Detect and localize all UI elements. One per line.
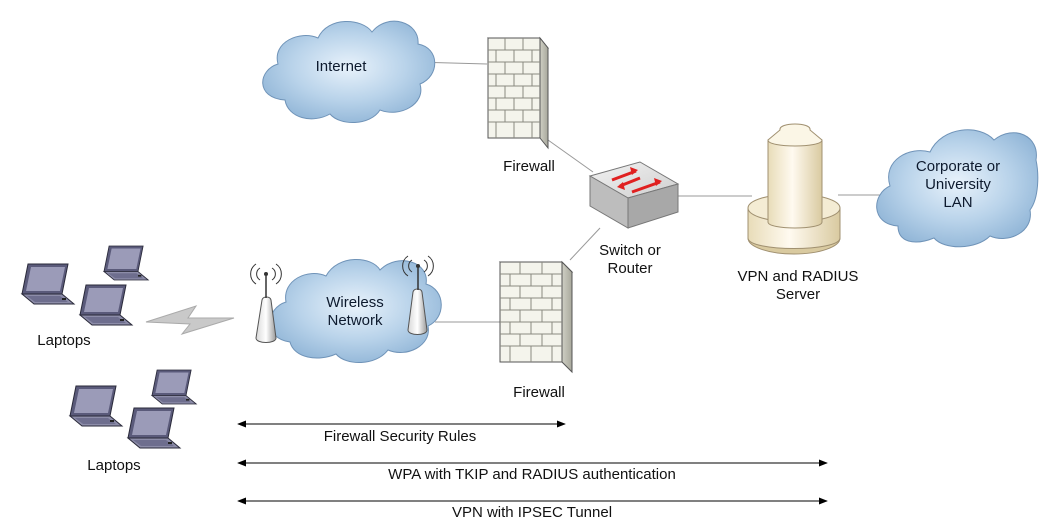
internet-cloud	[262, 20, 436, 124]
laptops-bottom-label: Laptops	[87, 457, 141, 474]
span-arrows	[237, 420, 828, 505]
firewall-top-label: Firewall	[503, 158, 555, 175]
corporate-label-line2: University	[925, 176, 991, 193]
wireless-label-line2: Network	[327, 312, 383, 329]
firewall-rules-label: Firewall Security Rules	[323, 428, 477, 445]
vpn-radius-server-icon	[747, 123, 841, 255]
laptops-bottom-group	[69, 369, 197, 449]
access-point-right-icon	[402, 255, 434, 335]
wireless-label-line1: Wireless	[326, 294, 384, 311]
corporate-label-line1: Corporate or	[915, 158, 1001, 175]
firewall-bottom-icon	[498, 260, 574, 374]
laptops-top-group	[21, 245, 149, 326]
connection-lines	[414, 61, 880, 323]
wireless-link-icon	[145, 305, 235, 335]
firewall-top-icon	[486, 36, 550, 150]
vpn-tunnel-label: VPN with IPSEC Tunnel	[451, 504, 613, 521]
vpn-label-line1: VPN and RADIUS	[737, 268, 859, 285]
corporate-label-line3: LAN	[943, 194, 973, 211]
wireless-network-label: Wireless Network	[310, 294, 400, 330]
switch-label-line1: Switch or	[599, 242, 661, 259]
wireless-cloud	[269, 258, 442, 364]
laptops-top-label: Laptops	[37, 332, 91, 349]
switch-router-icon	[588, 161, 680, 229]
switch-label-line2: Router	[607, 260, 653, 277]
wpa-label: WPA with TKIP and RADIUS authentication	[388, 466, 676, 483]
firewall-bottom-label: Firewall	[513, 384, 565, 401]
corporate-cloud	[876, 129, 1039, 248]
vpn-radius-server-label: VPN and RADIUS Server	[708, 268, 888, 304]
internet-label: Internet	[315, 58, 367, 75]
switch-router-label: Switch or Router	[580, 242, 680, 278]
corporate-lan-label: Corporate or University LAN	[898, 158, 1018, 212]
vpn-label-line2: Server	[775, 286, 821, 303]
access-point-left-icon	[250, 263, 282, 343]
